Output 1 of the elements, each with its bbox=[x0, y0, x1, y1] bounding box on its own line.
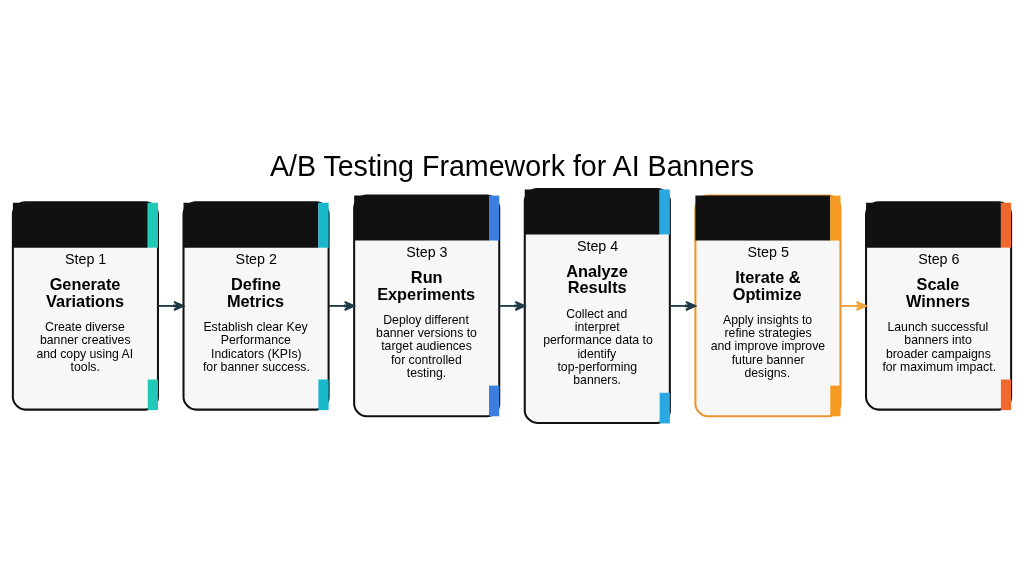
diagram-title: A/B Testing Framework for AI Banners bbox=[269, 150, 755, 183]
